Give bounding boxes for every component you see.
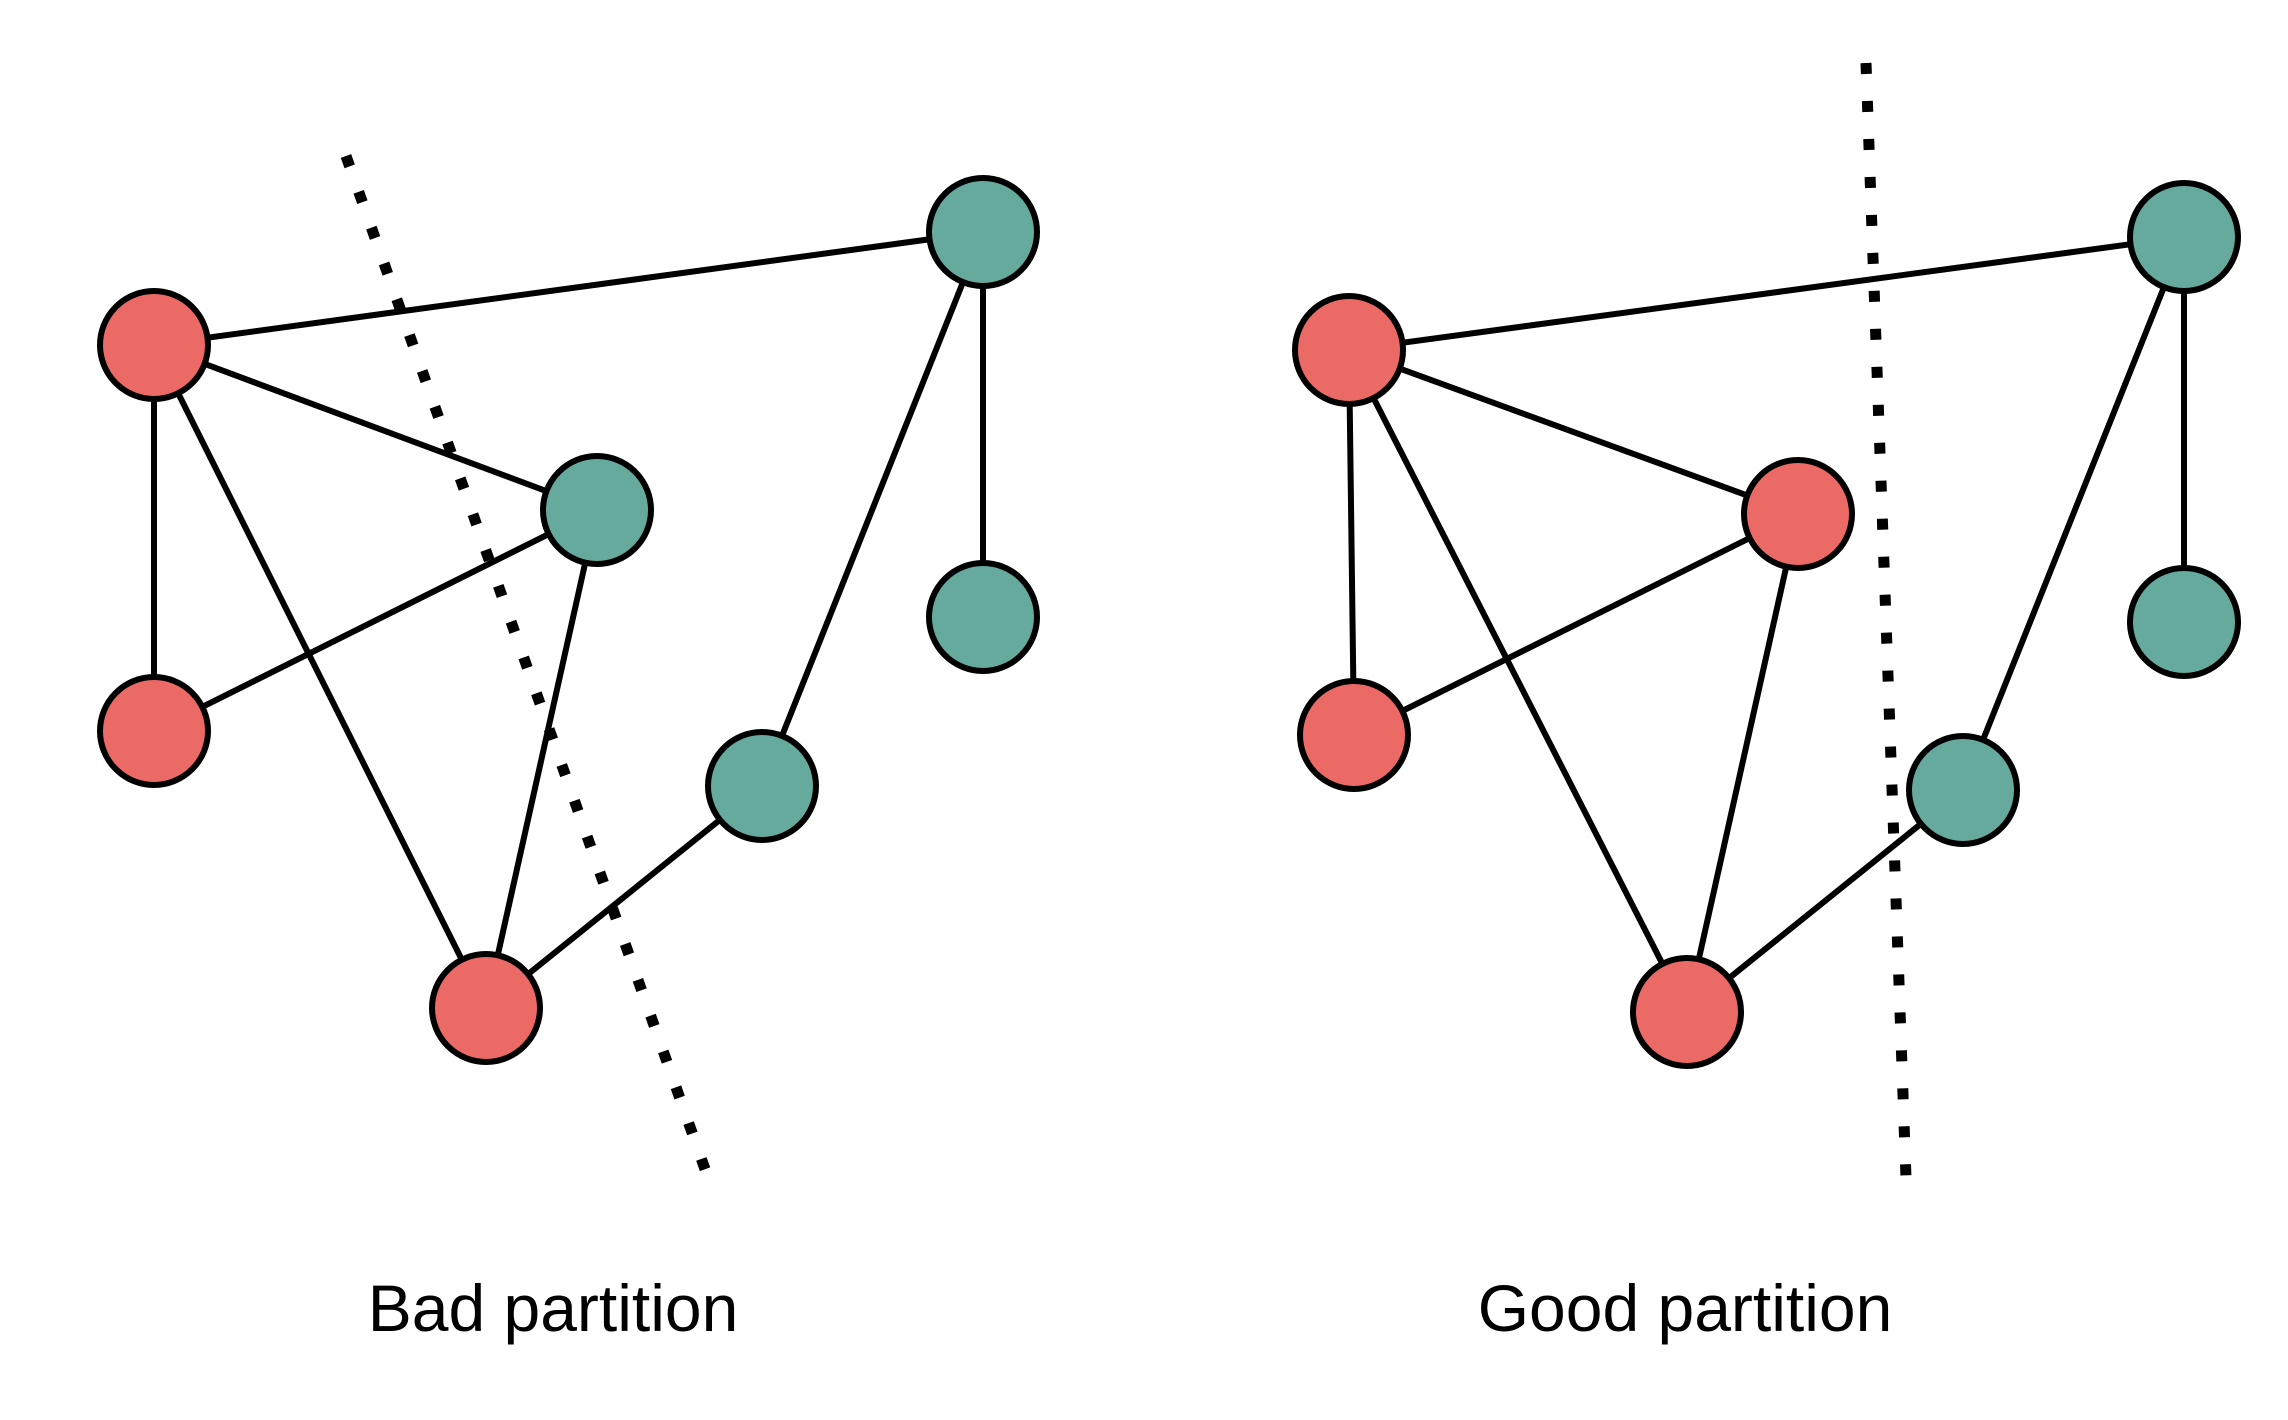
good-node-4 <box>1906 733 2020 847</box>
bad-edge-2-3 <box>483 507 600 1011</box>
good-partition-panel <box>1292 62 2241 1179</box>
bad-node-6 <box>926 560 1040 674</box>
bad-node-3 <box>429 951 543 1065</box>
good-node-2 <box>1741 457 1855 571</box>
good-edge-0-1 <box>1346 347 1357 738</box>
good-edge-0-3 <box>1346 347 1690 1015</box>
good-edge-4-5 <box>1960 234 2187 793</box>
good-node-5 <box>2127 180 2241 294</box>
good-edge-0-5 <box>1346 234 2187 353</box>
good-edge-0-2 <box>1346 347 1801 517</box>
good-node-1 <box>1297 678 1411 792</box>
good-partition-cut-line <box>1860 62 1912 1179</box>
good-edge-2-3 <box>1684 511 1801 1015</box>
bad-edge-0-3 <box>151 342 489 1011</box>
bad-node-4 <box>705 729 819 843</box>
bad-edge-0-2 <box>151 342 600 513</box>
bad-edge-1-2 <box>151 507 600 734</box>
bad-node-5 <box>926 175 1040 289</box>
bad-node-1 <box>97 674 211 788</box>
good-node-6 <box>2127 565 2241 679</box>
good-node-0 <box>1292 293 1406 407</box>
good-partition-label: Good partition <box>1477 1271 1893 1345</box>
bad-edge-0-5 <box>151 229 986 348</box>
good-edge-1-2 <box>1351 511 1801 738</box>
good-node-3 <box>1630 955 1744 1069</box>
bad-node-0 <box>97 288 211 402</box>
bad-partition-panel <box>97 154 1040 1174</box>
bad-partition-cut-line <box>340 154 712 1174</box>
bad-edge-4-5 <box>759 229 986 789</box>
good-edge-3-4 <box>1684 787 1966 1015</box>
bad-partition-label: Bad partition <box>367 1271 739 1345</box>
bad-edge-3-4 <box>483 783 765 1011</box>
bad-node-2 <box>540 453 654 567</box>
